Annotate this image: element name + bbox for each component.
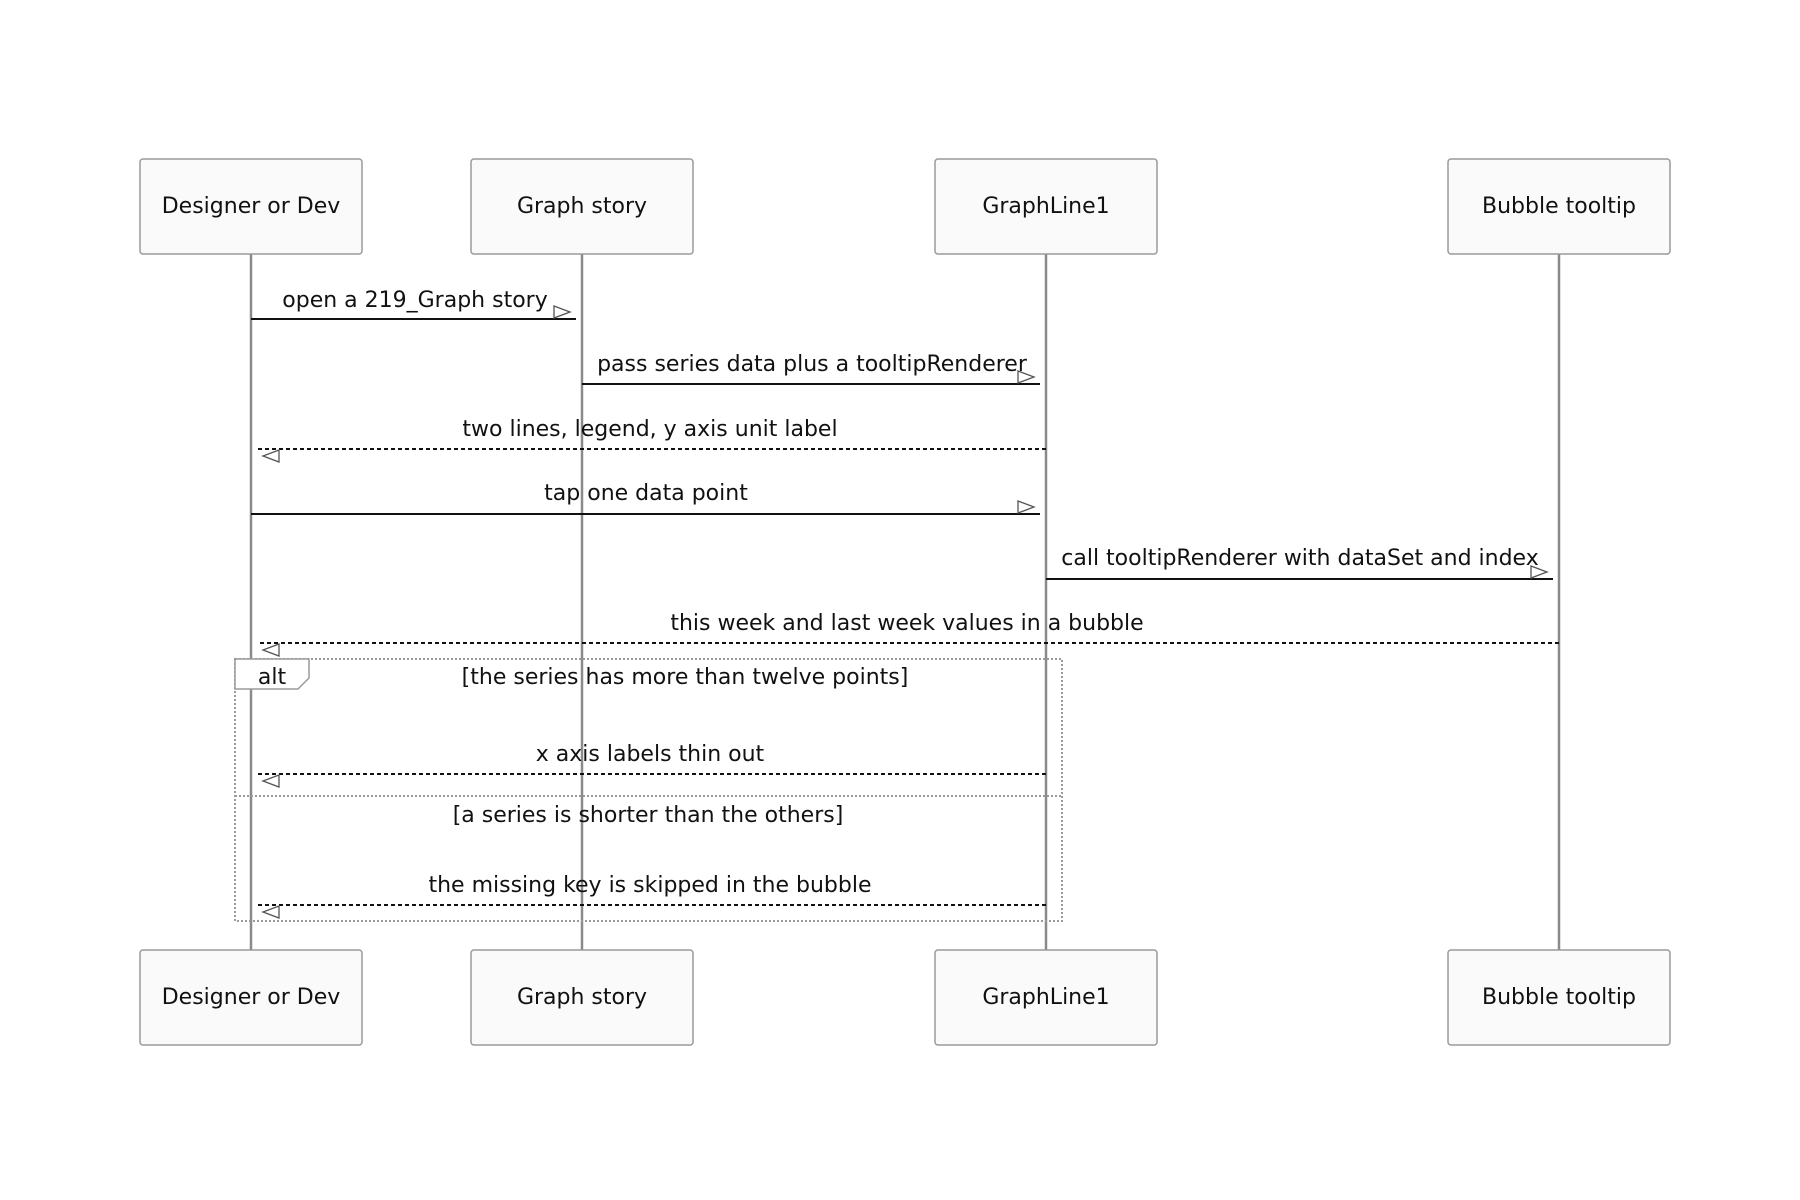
actor-designer-or-dev-bottom[interactable]: Designer or Dev — [139, 949, 363, 1046]
lifelines — [249, 254, 1561, 950]
message-missing-key-skipped: the missing key is skipped in the bubble — [257, 873, 1046, 919]
actor-graphline1-bottom[interactable]: GraphLine1 — [934, 949, 1158, 1046]
actors-bottom: Designer or Dev Graph story GraphLine1 B… — [139, 949, 1671, 1046]
actor-graphline1[interactable]: GraphLine1 — [934, 158, 1158, 255]
arrowhead-left — [261, 449, 280, 463]
alt-condition-1: [the series has more than twelve points] — [462, 665, 909, 690]
alt-frame-label: alt — [258, 665, 287, 690]
message-pass-series-data: pass series data plus a tooltipRenderer — [582, 352, 1040, 385]
message-label: two lines, legend, y axis unit label — [462, 417, 837, 442]
arrowhead-left — [261, 774, 280, 788]
actor-bubble-tooltip[interactable]: Bubble tooltip — [1447, 158, 1671, 255]
actor-label: Graph story — [517, 985, 647, 1010]
message-x-axis-thin-out: x axis labels thin out — [257, 742, 1046, 788]
message-two-lines-legend: two lines, legend, y axis unit label — [257, 417, 1046, 463]
actor-label: Bubble tooltip — [1482, 985, 1636, 1010]
arrowhead-right — [1017, 500, 1036, 514]
arrowhead-right — [1017, 370, 1036, 384]
message-call-tooltip-renderer: call tooltipRenderer with dataSet and in… — [1046, 546, 1553, 580]
message-label: pass series data plus a tooltipRenderer — [597, 352, 1028, 377]
actor-label: Designer or Dev — [162, 985, 341, 1010]
actor-label: GraphLine1 — [982, 194, 1109, 219]
message-label: the missing key is skipped in the bubble — [428, 873, 871, 898]
actors-top: Designer or Dev Graph story GraphLine1 B… — [139, 158, 1671, 255]
actor-label: GraphLine1 — [982, 985, 1109, 1010]
actor-designer-or-dev[interactable]: Designer or Dev — [139, 158, 363, 255]
alt-frame: alt [the series has more than twelve poi… — [234, 658, 1063, 922]
actor-label: Designer or Dev — [162, 194, 341, 219]
messages: open a 219_Graph story pass series data … — [251, 288, 1559, 657]
alt-condition-2: [a series is shorter than the others] — [453, 803, 844, 828]
message-open-story: open a 219_Graph story — [251, 288, 576, 320]
message-label: call tooltipRenderer with dataSet and in… — [1061, 546, 1538, 571]
alt-frame-border — [234, 658, 1063, 922]
arrowhead-right — [553, 305, 572, 319]
message-label: x axis labels thin out — [536, 742, 765, 767]
arrowhead-left — [261, 643, 280, 657]
actor-bubble-tooltip-bottom[interactable]: Bubble tooltip — [1447, 949, 1671, 1046]
actor-graph-story[interactable]: Graph story — [470, 158, 694, 255]
arrowhead-right — [1530, 565, 1549, 579]
actor-label: Bubble tooltip — [1482, 194, 1636, 219]
message-label: tap one data point — [544, 481, 748, 506]
actor-label: Graph story — [517, 194, 647, 219]
actor-graph-story-bottom[interactable]: Graph story — [470, 949, 694, 1046]
arrowhead-left — [261, 905, 280, 919]
message-week-values-bubble: this week and last week values in a bubb… — [257, 611, 1559, 657]
alt-frame-tab — [234, 658, 310, 690]
message-label: this week and last week values in a bubb… — [670, 611, 1143, 636]
message-tap-data-point: tap one data point — [251, 481, 1040, 515]
message-label: open a 219_Graph story — [282, 288, 547, 313]
